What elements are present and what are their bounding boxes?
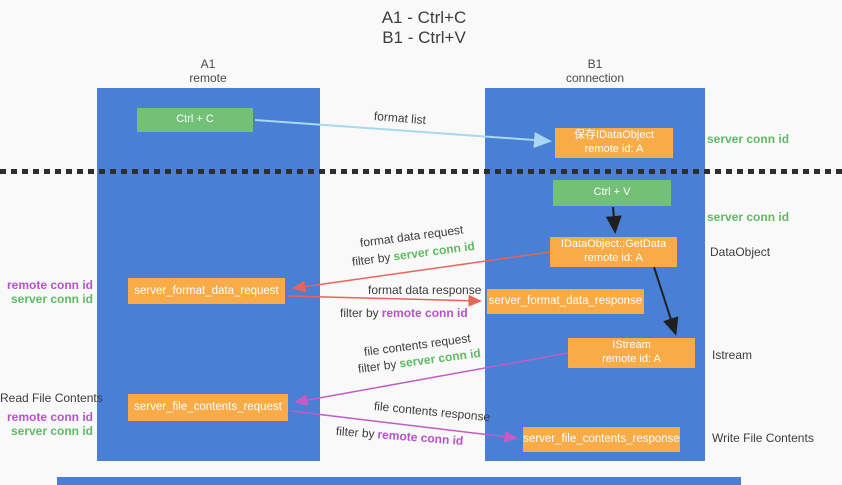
write-file-contents-annotation: Write File Contents	[712, 431, 814, 445]
filter-by-text: filter by	[357, 357, 398, 376]
format-data-response-label: format data response	[368, 283, 482, 297]
server-format-data-response-label: server_format_data_response	[488, 295, 643, 308]
remote-conn-id-annotation: remote conn id	[6, 410, 93, 424]
title-line-1: A1 - Ctrl+C	[381, 8, 467, 27]
save-idataobject-line1: 保存IDataObject	[573, 129, 655, 142]
save-idataobject-node: 保存IDataObject remote id: A	[555, 128, 673, 158]
column-a1-subtitle: remote	[189, 71, 227, 86]
filter-by-text: filter by	[340, 306, 379, 320]
format-list-label: format list	[373, 109, 427, 128]
server-format-data-request-node: server_format_data_request	[128, 278, 285, 304]
idataobject-getdata-node: IDataObject::GetData remote id: A	[550, 237, 677, 267]
title-line-2: B1 - Ctrl+V	[382, 27, 466, 47]
server-file-contents-request-label: server_file_contents_request	[134, 401, 282, 414]
server-file-contents-response-node: server_file_contents_response	[523, 427, 680, 452]
istream-line1: IStream	[612, 339, 651, 352]
session-divider-dotted-line	[0, 169, 842, 174]
file-contents-response-label: file contents response	[373, 399, 491, 425]
istream-annotation: Istream	[712, 348, 753, 362]
column-header-a1: A1 remote	[153, 57, 263, 86]
server-conn-id-annotation: server conn id	[10, 292, 93, 307]
remote-conn-id-key: remote conn id	[381, 306, 468, 320]
remote-conn-id-key: remote conn id	[377, 427, 464, 448]
idataobject-getdata-line1: IDataObject::GetData	[560, 238, 667, 251]
save-idataobject-line2: remote id: A	[584, 143, 644, 155]
column-b1-subtitle: connection	[565, 71, 625, 86]
filter-by-text: filter by	[335, 424, 376, 442]
column-a1-name: A1	[200, 57, 216, 71]
ctrl-c-node: Ctrl + C	[137, 108, 253, 132]
server-file-contents-response-label: server_file_contents_response	[523, 433, 680, 446]
filter-by-text: filter by	[351, 250, 392, 269]
format-conn-ids-annotation: remote conn id server conn id	[0, 278, 93, 306]
server-conn-id-annotation-mid: server conn id	[707, 210, 790, 224]
idataobject-getdata-line2: remote id: A	[584, 252, 643, 264]
istream-node: IStream remote id: A	[568, 338, 695, 368]
read-file-contents-annotation: Read File Contents	[0, 391, 103, 405]
file-conn-ids-annotation: remote conn id server conn id	[0, 410, 93, 438]
server-conn-id-annotation-top: server conn id	[707, 132, 790, 146]
dataobject-annotation: DataObject	[710, 245, 771, 259]
ctrl-v-node: Ctrl + V	[553, 180, 671, 206]
remote-conn-id-annotation: remote conn id	[6, 278, 93, 292]
server-file-contents-request-node: server_file_contents_request	[128, 394, 288, 421]
ctrl-v-label: Ctrl + V	[593, 186, 631, 199]
server-conn-id-annotation: server conn id	[10, 424, 93, 439]
column-b1-name: B1	[587, 57, 603, 71]
column-header-b1: B1 connection	[540, 57, 650, 86]
bottom-partial-bar	[57, 477, 741, 485]
server-format-data-request-label: server_format_data_request	[134, 284, 279, 297]
istream-line2: remote id: A	[602, 353, 661, 365]
server-format-data-response-node: server_format_data_response	[487, 289, 644, 314]
ctrl-c-label: Ctrl + C	[176, 113, 214, 126]
diagram-title: A1 - Ctrl+C B1 - Ctrl+V	[354, 8, 494, 47]
